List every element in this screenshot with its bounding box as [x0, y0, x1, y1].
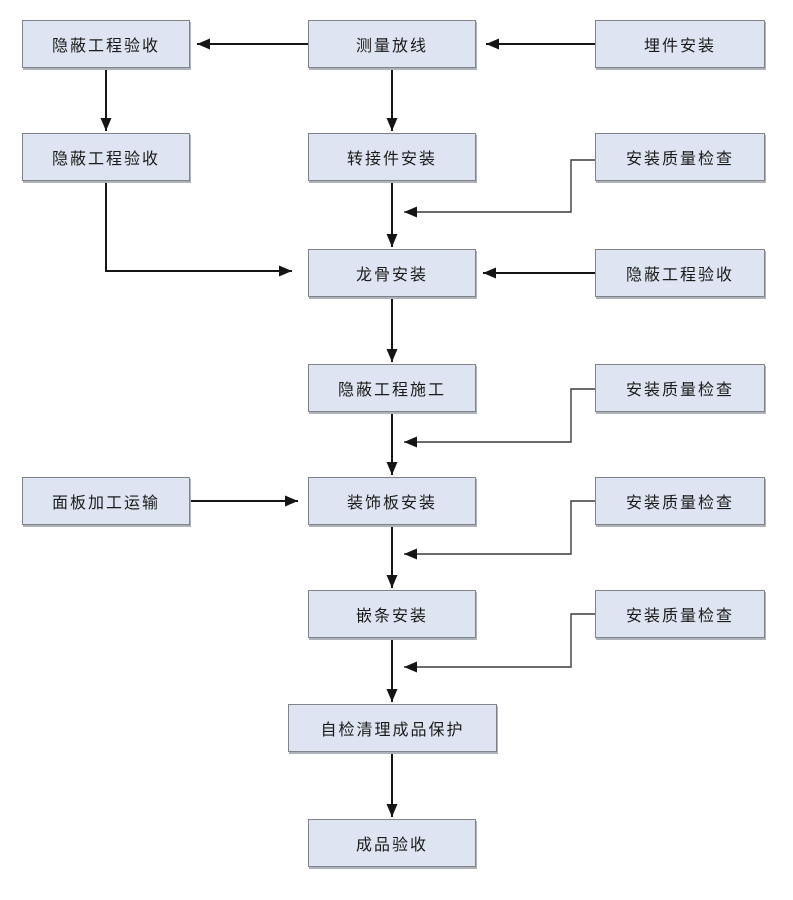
node-install-quality-check-2: 安装质量检查: [595, 364, 765, 412]
arrow-qc3-elbow: [404, 500, 595, 560]
node-decor-panel-install: 装饰板安装: [308, 477, 476, 525]
node-adapter-install: 转接件安装: [308, 133, 476, 181]
node-insert-strip-install: 嵌条安装: [308, 590, 476, 638]
arrow-qc1-elbow: [404, 159, 595, 218]
node-embedded-parts-install: 埋件安装: [595, 20, 765, 68]
arrow-qc4-elbow: [404, 613, 595, 673]
node-keel-install: 龙骨安装: [308, 249, 476, 297]
node-install-quality-check-1: 安装质量检查: [595, 133, 765, 181]
node-measure-setout: 测量放线: [308, 20, 476, 68]
node-self-check-clean-protect: 自检清理成品保护: [288, 704, 497, 752]
node-install-quality-check-3: 安装质量检查: [595, 477, 765, 525]
arrow-qc2-elbow: [404, 388, 595, 448]
node-panel-process-transport: 面板加工运输: [22, 477, 190, 525]
arrow-hidden2-to-keel: [105, 181, 292, 277]
node-hidden-work-construction: 隐蔽工程施工: [308, 364, 476, 412]
node-hidden-work-acceptance-1: 隐蔽工程验收: [22, 20, 190, 68]
node-hidden-work-acceptance-2: 隐蔽工程验收: [22, 133, 190, 181]
node-install-quality-check-4: 安装质量检查: [595, 590, 765, 638]
node-finished-product-acceptance: 成品验收: [308, 819, 476, 867]
node-hidden-work-acceptance-3: 隐蔽工程验收: [595, 249, 765, 297]
